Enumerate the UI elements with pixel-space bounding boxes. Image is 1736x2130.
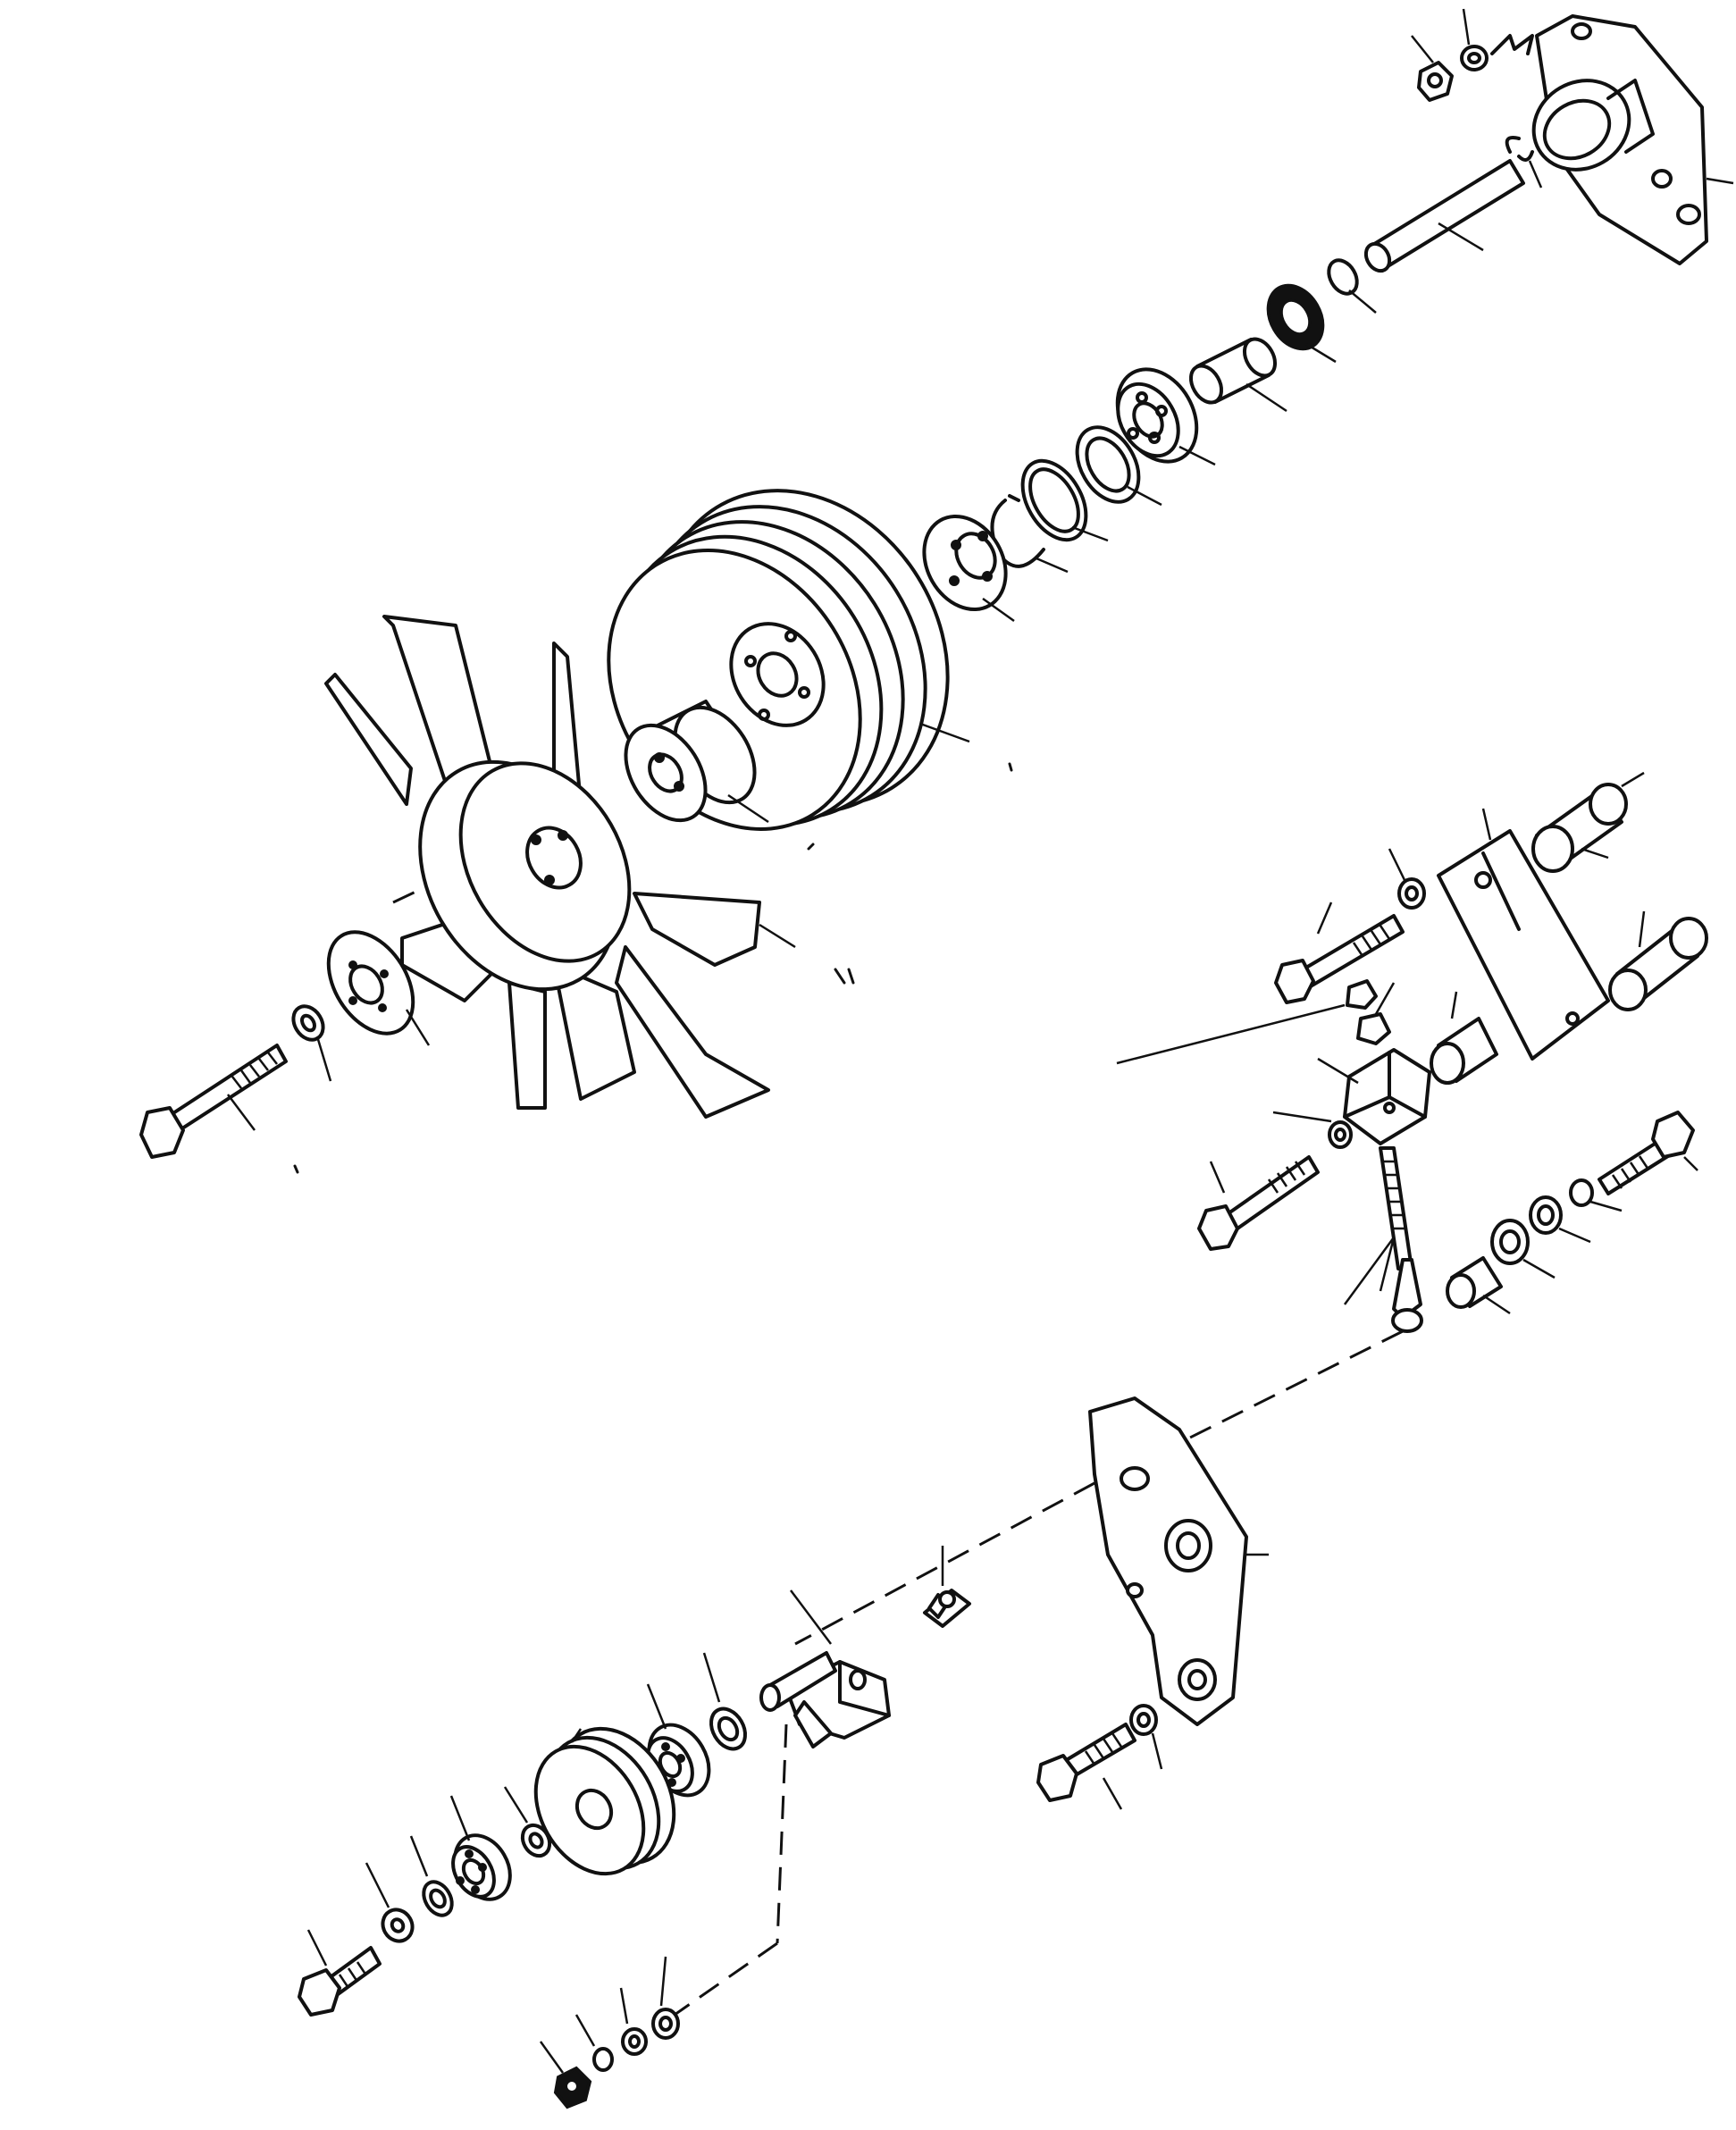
tensioner-bushing (1430, 991, 1498, 1085)
tensioner-axis (1134, 1329, 1404, 1467)
stud-washer-small (574, 2014, 614, 2072)
fan-bolt (139, 1044, 288, 1159)
tensioner-bracket (1437, 808, 1610, 1061)
pump-seal (1266, 283, 1337, 364)
swivel-bolt (1197, 1155, 1320, 1251)
belt-tensioner-assembly (1116, 771, 1708, 1467)
adjusting-nut-upper (1356, 982, 1396, 1045)
belt-pulley (607, 489, 970, 831)
pump-bearing (1115, 367, 1216, 466)
stud-lock-washer (619, 1987, 648, 2056)
snap-ring (1505, 136, 1543, 189)
idler-bolt (298, 1929, 382, 2017)
carrier-stud-axis (776, 1723, 788, 1944)
idler-shaft-carrier (759, 1589, 891, 1748)
pump-shaft (1363, 159, 1525, 273)
fan-washer-plate (326, 930, 431, 1046)
rod-washer-2 (1529, 1195, 1591, 1244)
cooling-fan (324, 615, 796, 1119)
adjusting-rod (1343, 1146, 1422, 1320)
idler-spacer (503, 1786, 552, 1858)
housing-nut (1411, 35, 1454, 102)
carrier-stud-axis-2 (674, 1941, 778, 2017)
idler-washer (702, 1652, 747, 1751)
rod-washer-1 (1490, 1219, 1556, 1279)
rod-bushing (1446, 1256, 1511, 1315)
stud-washer (651, 1956, 680, 2040)
adjusting-nut (1116, 979, 1378, 1065)
idler-axis (794, 1481, 1095, 1646)
fan-and-water-pump-assembly (139, 8, 1734, 1159)
shaft-spacer (1188, 337, 1287, 413)
hub-flange (922, 514, 1015, 623)
idler-mount-washer (1129, 1704, 1163, 1770)
idler-mount-bolt (1036, 1723, 1136, 1810)
tensioner-washer-upper (1388, 848, 1426, 910)
bearing-retainer (1075, 425, 1162, 507)
tensioner-spacer-upper (1531, 771, 1645, 873)
stud-break (1490, 34, 1534, 55)
shim-ring (1020, 458, 1109, 542)
rod-end (1391, 1308, 1423, 1333)
rod-lock-washer (1569, 1178, 1623, 1212)
scan-marks (293, 762, 1013, 1174)
idler-bearing-front (449, 1795, 512, 1901)
rod-bolt (1598, 1111, 1698, 1195)
pump-housing (1531, 14, 1734, 265)
swivel-block (1317, 1048, 1431, 1145)
lubrication-fitting (923, 1546, 971, 1628)
idler-arm-bracket (1088, 1396, 1269, 1726)
idler-front-plate (365, 1862, 415, 1943)
idler-pulley (533, 1726, 676, 1876)
shaft-washer (1327, 258, 1377, 314)
idler-pulley-assembly (298, 1396, 1269, 2109)
swivel-washer (1272, 1111, 1353, 1149)
fan-spacer (624, 700, 769, 824)
tensioner-bolt-upper (1274, 901, 1405, 1004)
housing-washer (1460, 8, 1489, 71)
idler-front-washer (409, 1835, 454, 1917)
tensioner-spacer-lower (1608, 910, 1708, 1011)
fan-lock-washer (291, 1004, 332, 1082)
stud-nut (539, 2041, 592, 2109)
